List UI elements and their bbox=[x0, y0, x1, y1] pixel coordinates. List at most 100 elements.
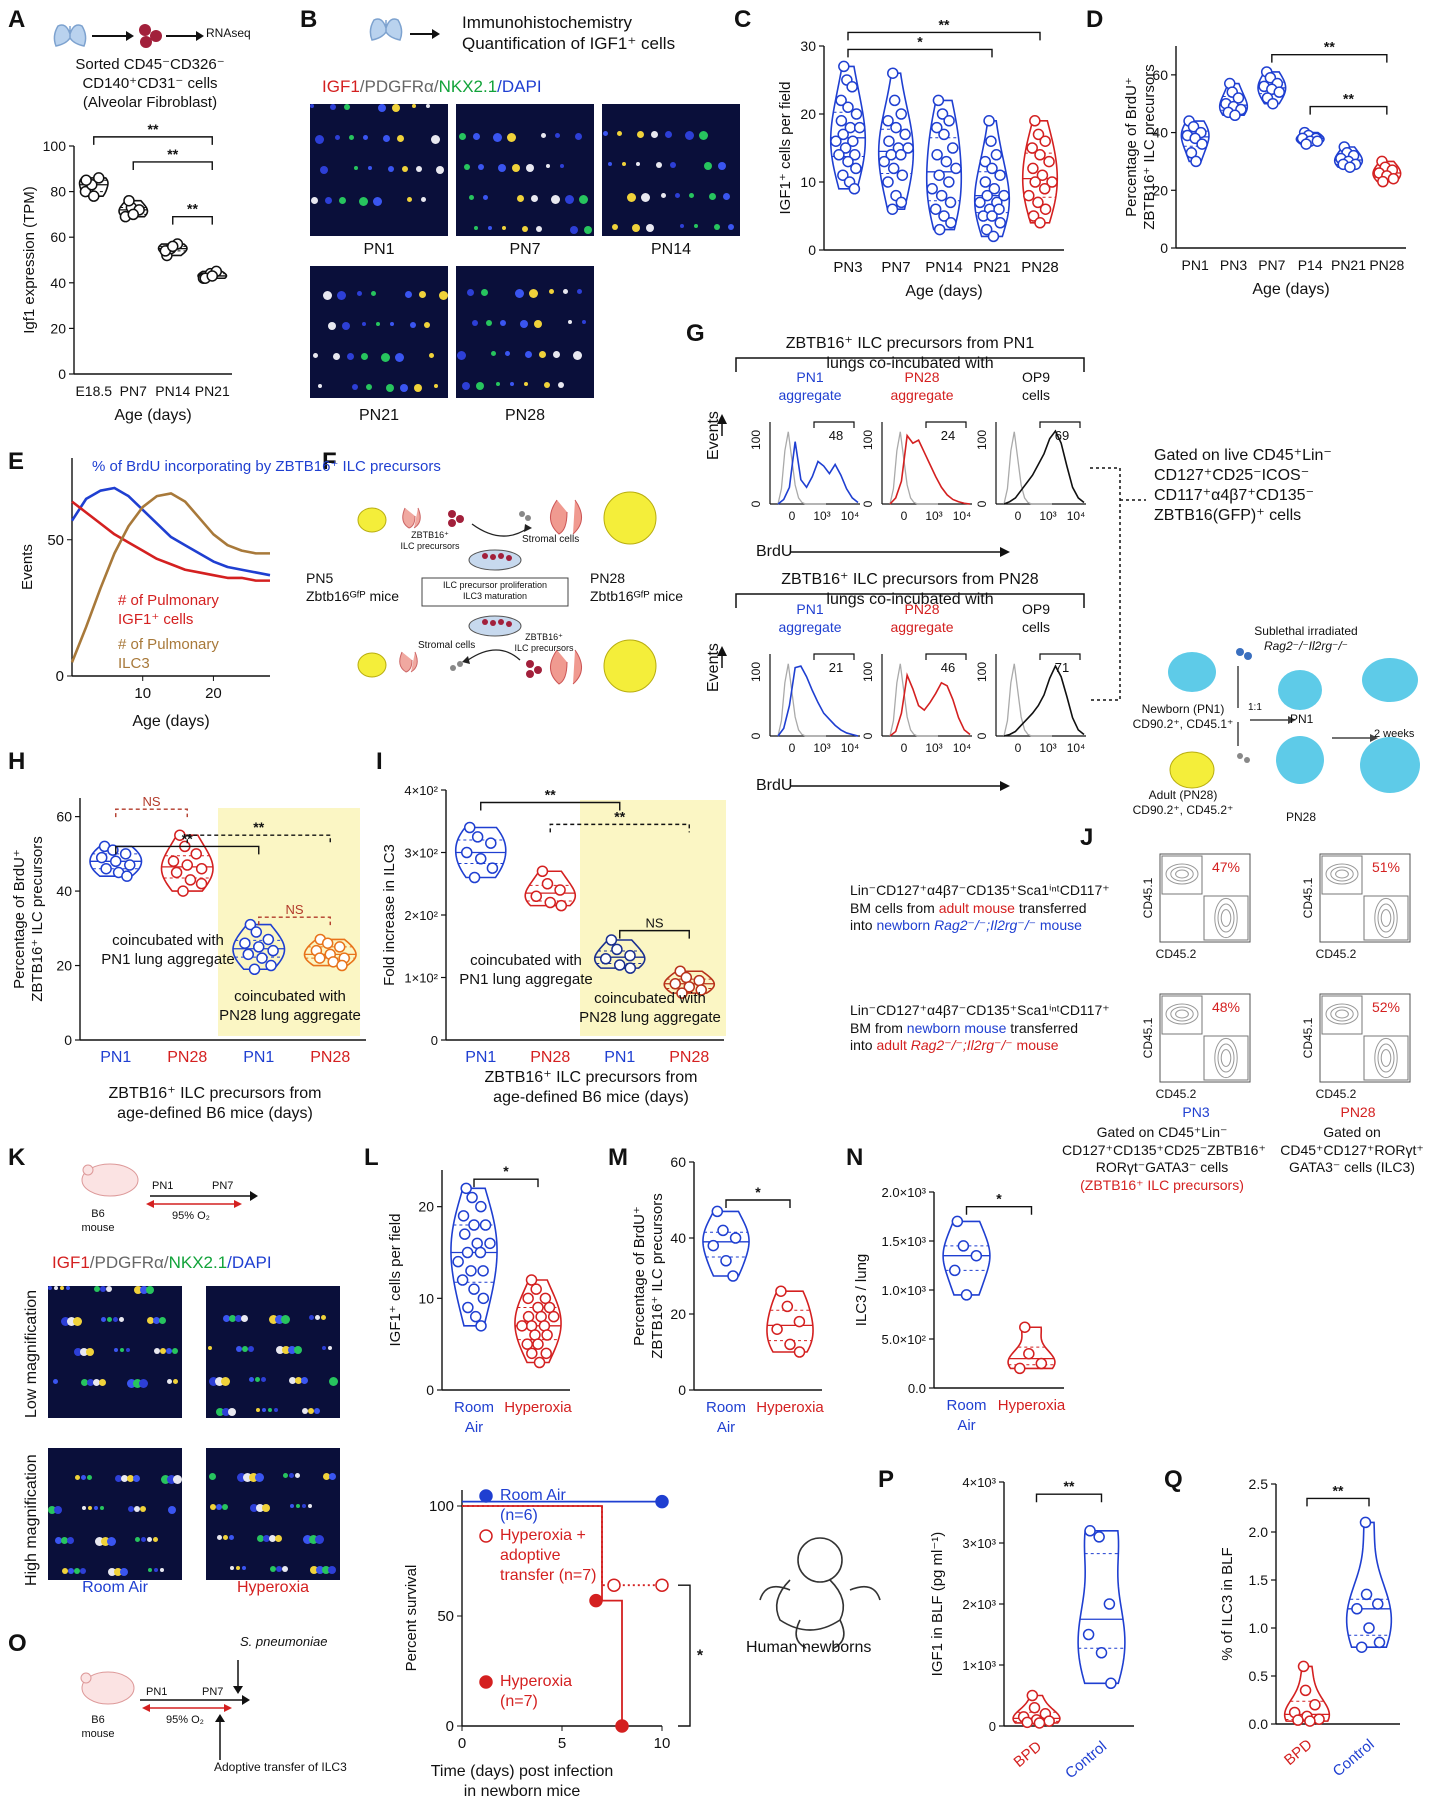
data-point bbox=[522, 1292, 534, 1305]
data-point bbox=[1103, 1598, 1116, 1610]
y-tick-label: 0 bbox=[58, 366, 66, 382]
x-tick-label: Hyperoxia bbox=[504, 1399, 572, 1416]
cell-nucleus bbox=[321, 1315, 326, 1320]
x-axis-label: Age (days) bbox=[1252, 281, 1329, 298]
cell-nucleus bbox=[536, 226, 542, 232]
data-point bbox=[539, 1292, 552, 1305]
data-point bbox=[174, 829, 186, 841]
significance-label: ** bbox=[939, 16, 950, 32]
cell-nucleus bbox=[349, 135, 354, 140]
cell-nucleus bbox=[274, 1408, 278, 1412]
flow-x-label: CD45.2 bbox=[1316, 947, 1357, 961]
flow-gate-top bbox=[1161, 995, 1203, 1035]
cell-nucleus bbox=[315, 1535, 324, 1544]
cell-nucleus bbox=[172, 1348, 178, 1354]
cell-nucleus bbox=[147, 1537, 152, 1542]
cell-nucleus bbox=[282, 1346, 290, 1354]
significance-bracket bbox=[847, 48, 993, 58]
cell-nucleus bbox=[250, 1504, 258, 1512]
cell-nucleus bbox=[603, 131, 608, 136]
cell-nucleus bbox=[120, 1348, 124, 1352]
x-tick-label: PN3 bbox=[1220, 257, 1247, 273]
data-point bbox=[729, 1232, 742, 1244]
y-tick-label: 10 bbox=[800, 174, 816, 190]
g-xaxis-top: BrdU bbox=[756, 543, 793, 560]
survival-point bbox=[655, 1494, 669, 1509]
x-tick-label: PN28 bbox=[167, 1049, 207, 1066]
data-point bbox=[532, 1338, 544, 1350]
data-point bbox=[471, 831, 484, 843]
hist-gate-value: 69 bbox=[1055, 428, 1069, 443]
cell-nucleus bbox=[126, 1348, 130, 1352]
histogram-title: PN1 bbox=[796, 601, 823, 617]
data-point bbox=[945, 217, 957, 229]
cell-nucleus bbox=[531, 195, 538, 202]
k-timeline bbox=[81, 1163, 258, 1208]
cell-nucleus bbox=[75, 1475, 80, 1480]
series-line bbox=[70, 486, 271, 577]
coculture-diagram bbox=[357, 491, 657, 693]
data-point bbox=[468, 871, 481, 884]
cell-nucleus bbox=[74, 1568, 80, 1574]
data-point bbox=[1105, 1677, 1117, 1690]
survival-point bbox=[655, 1578, 669, 1592]
data-point bbox=[313, 952, 326, 964]
data-point bbox=[1095, 1647, 1108, 1659]
k-row-high: High magnification bbox=[23, 1454, 40, 1586]
cell-nucleus bbox=[685, 131, 694, 140]
g-pn1-label: PN1 bbox=[1290, 712, 1314, 726]
cell-nucleus bbox=[718, 162, 726, 170]
x-tick-label: E18.5 bbox=[75, 383, 112, 399]
cell-nucleus bbox=[100, 1286, 106, 1292]
j-col-pn28: PN28 bbox=[1340, 1104, 1376, 1120]
cell-nucleus bbox=[208, 1346, 212, 1350]
x-tick-label: BPD bbox=[1011, 1738, 1046, 1771]
cell-nucleus bbox=[325, 197, 332, 204]
x-tick-label: PN14 bbox=[155, 383, 190, 399]
data-point bbox=[533, 1356, 546, 1369]
flow-contour bbox=[1214, 897, 1238, 939]
panel-letter-a: A bbox=[8, 6, 26, 33]
flow-contour bbox=[1214, 1037, 1238, 1079]
data-point bbox=[986, 210, 998, 222]
data-point bbox=[931, 149, 943, 161]
y-tick-label: 4×10² bbox=[404, 783, 438, 798]
cell-nucleus bbox=[354, 166, 358, 170]
panel-letter-h: H bbox=[8, 748, 26, 775]
data-point bbox=[1267, 97, 1279, 110]
significance-bracket bbox=[258, 916, 331, 926]
cell-nucleus bbox=[617, 131, 622, 136]
data-point bbox=[461, 1246, 474, 1259]
x-tick-label: PN1 bbox=[100, 1049, 131, 1066]
f-stromal-bottom: Stromal cells bbox=[418, 640, 476, 651]
cell-nucleus bbox=[101, 1537, 110, 1546]
significance-bracket bbox=[1271, 53, 1388, 63]
data-point bbox=[1034, 217, 1046, 229]
significance-label: ** bbox=[167, 146, 178, 162]
cell-nucleus bbox=[289, 1473, 294, 1478]
cell-nucleus bbox=[541, 133, 546, 138]
data-point bbox=[983, 115, 995, 127]
cell-nucleus bbox=[236, 1346, 242, 1352]
data-point bbox=[1039, 135, 1051, 147]
cell-nucleus bbox=[209, 1473, 216, 1480]
cell-nucleus bbox=[520, 320, 528, 328]
x-tick-label: PN1 bbox=[243, 1049, 274, 1066]
hist-gate bbox=[813, 421, 855, 428]
histogram-title: OP9 bbox=[1022, 601, 1050, 617]
cell-nucleus bbox=[472, 320, 478, 326]
data-point bbox=[624, 949, 636, 962]
data-point bbox=[100, 862, 112, 875]
y-tick-label: 0 bbox=[808, 242, 816, 258]
data-point bbox=[123, 194, 135, 207]
data-point bbox=[1196, 138, 1208, 150]
g-events-arrow-top bbox=[717, 414, 727, 424]
data-point bbox=[181, 859, 193, 871]
cell-nucleus bbox=[646, 224, 654, 232]
data-point bbox=[896, 169, 909, 181]
o-pathogen: S. pneumoniae bbox=[240, 1634, 328, 1649]
x-tick-label: BPD bbox=[1281, 1736, 1316, 1769]
significance-bracket bbox=[965, 1206, 1033, 1215]
